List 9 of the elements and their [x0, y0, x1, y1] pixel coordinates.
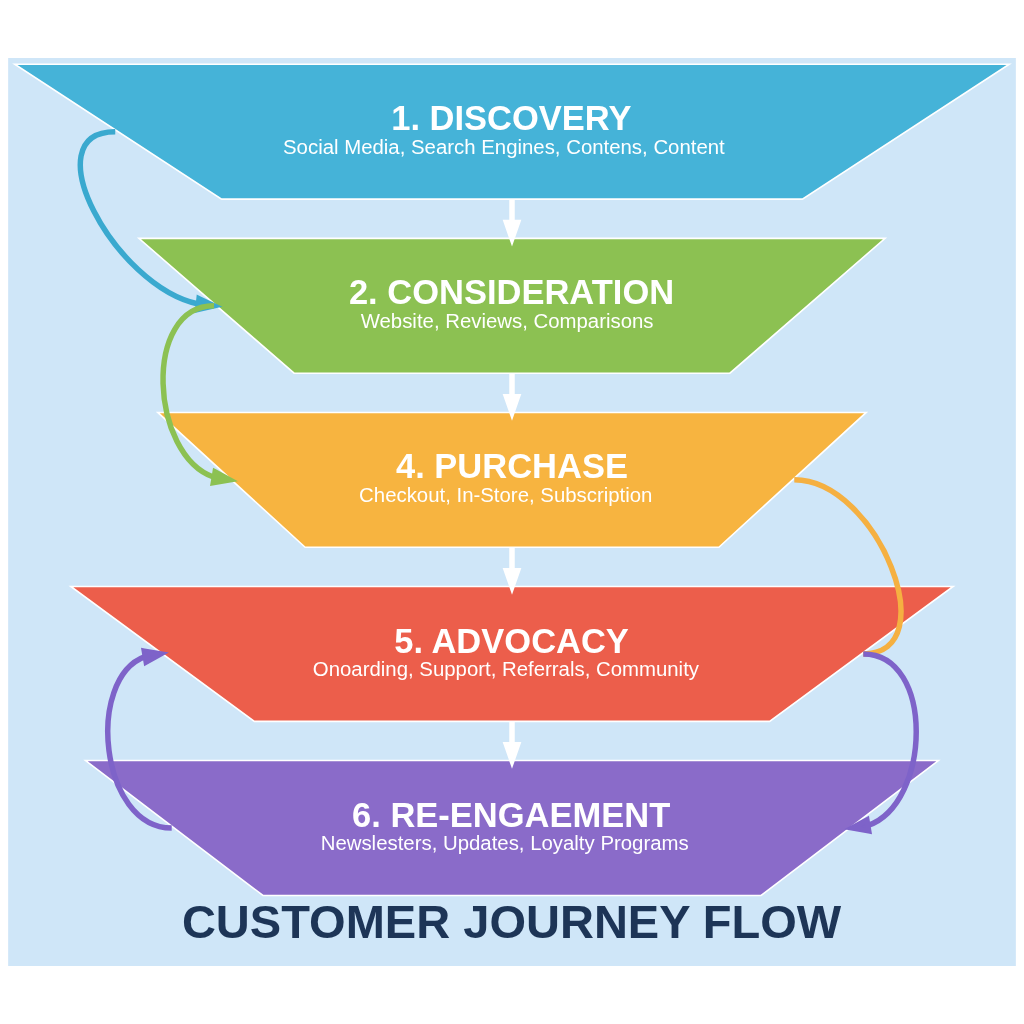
- arrow: [160, 303, 238, 487]
- arrow: [502, 199, 522, 247]
- arrow: [105, 647, 173, 831]
- arrow: [502, 373, 522, 421]
- connector: [793, 477, 904, 657]
- arrow: [844, 651, 919, 835]
- diagram-title: CUSTOMER JOURNEY FLOW: [181, 894, 842, 948]
- arrow: [502, 547, 522, 595]
- arrow: [502, 721, 522, 769]
